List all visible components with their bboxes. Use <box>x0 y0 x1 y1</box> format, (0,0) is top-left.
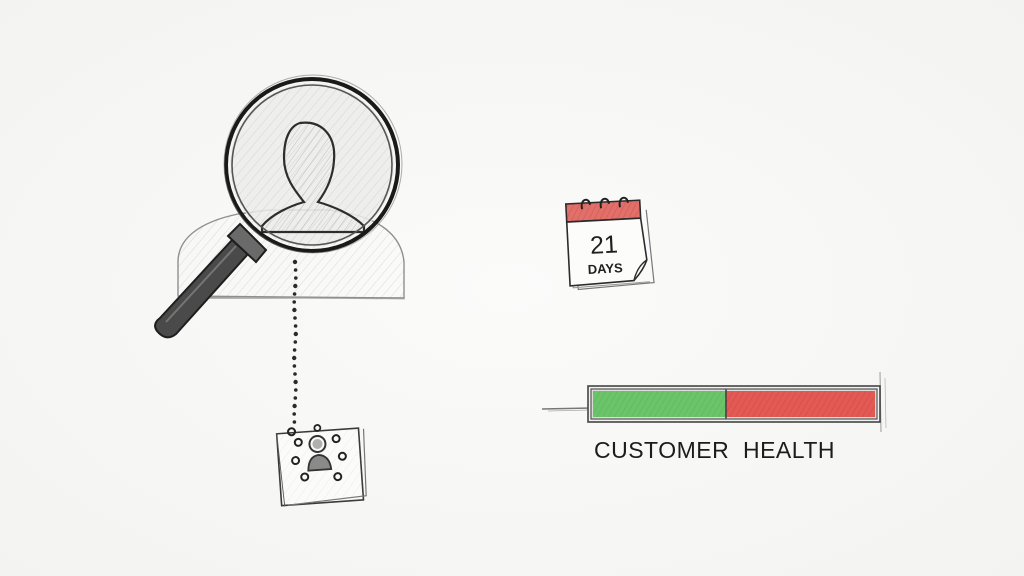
connector-dot <box>293 268 298 272</box>
connector-dot <box>293 379 298 385</box>
connector-dot <box>292 355 297 361</box>
connector-dot <box>292 307 297 313</box>
connector-dot <box>293 331 298 337</box>
connector-dot <box>292 348 297 352</box>
connector-dot <box>292 300 297 304</box>
calendar-rings <box>580 196 629 210</box>
profile-card-icon <box>275 424 367 507</box>
connector-dot <box>292 259 298 265</box>
connector-dot <box>294 388 298 392</box>
connector-dot <box>293 340 298 344</box>
connector-dot <box>292 403 297 409</box>
connector-dot <box>294 276 298 280</box>
connector-dot <box>293 396 298 400</box>
customer-health-meter <box>541 371 887 433</box>
connector-dot <box>293 324 298 328</box>
calendar-icon: 21 DAYS <box>564 196 655 291</box>
magnifier-handle <box>154 222 268 339</box>
connector-dot <box>293 316 297 320</box>
magnifying-glass-person-icon <box>154 74 403 339</box>
customer-health-label: CUSTOMER HEALTH <box>594 437 836 463</box>
connector-dot <box>293 283 298 289</box>
calendar-day-count: 21 <box>589 230 618 259</box>
dotted-connector <box>292 259 298 424</box>
calendar-unit-label: DAYS <box>587 260 623 277</box>
connector-dot <box>292 420 297 424</box>
connector-dot <box>292 364 297 368</box>
connector-dot <box>293 372 297 376</box>
connector-dot <box>292 412 297 416</box>
connector-dot <box>292 292 297 296</box>
